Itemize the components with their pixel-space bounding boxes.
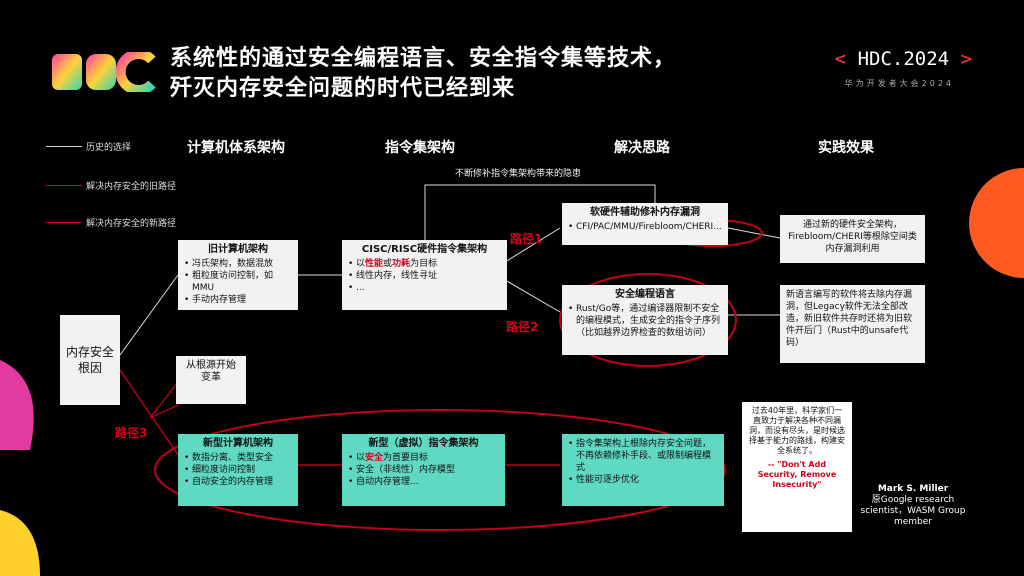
decor-magenta-shape [0, 360, 34, 450]
event-subtitle: 华为开发者大会2024 [844, 79, 954, 88]
hdc-logo [52, 52, 156, 92]
top-note: 不断修补指令集架构带来的隐患 [455, 169, 582, 179]
column-header-isa: 指令集架构 [385, 140, 455, 156]
quote-box: 过去40年里，科学家们一直致力于解决各种不同漏洞，而没有尽头，是时候选择基于能力… [742, 402, 852, 532]
path-label-3: 路径3 [115, 426, 148, 440]
page-title: 系统性的通过安全编程语言、安全指令集等技术， 歼灭内存安全问题的时代已经到来 [170, 46, 677, 101]
result-hw-box: 通过新的硬件安全架构，Firebloom/CHERI等根除空间类内存漏洞利用 [780, 215, 925, 263]
column-header-effect: 实践效果 [818, 140, 874, 156]
result-lang-box: 新语言编写的软件将去除内存漏洞，但Legacy软件无法全部改造，新旧软件共存时还… [780, 285, 925, 363]
cisc-risc-box: CISC/RISC硬件指令集架构 以性能或功耗为目标 线性内存，线性寻址 ... [342, 240, 507, 310]
legend-new-path: 解决内存安全的新路径 [46, 216, 176, 229]
sw-hw-assist-box: 软硬件辅助修补内存漏洞 CFI/PAC/MMU/Firebloom/CHERI.… [562, 203, 728, 245]
old-arch-box: 旧计算机架构 冯氏架构，数据混放 粗粒度访问控制，如MMU 手动内存管理 [178, 240, 298, 310]
new-arch-box: 新型计算机架构 数指分离、类型安全 细粒度访问控制 自动安全的内存管理 [178, 434, 298, 506]
path-label-1: 路径1 [510, 232, 543, 246]
path-label-2: 路径2 [506, 320, 539, 334]
speaker-info: Mark S. Miller 原Google research scientis… [860, 484, 966, 527]
legend-old-path: 解决内存安全的旧路径 [46, 179, 176, 192]
new-solution-box: 指令集架构上根除内存安全问题，不再依赖修补手段、或限制编程模式 性能可逐步优化 [562, 434, 724, 506]
legend-history: 历史的选择 [46, 140, 131, 153]
event-brand: < HDC.2024 > [834, 48, 972, 70]
new-isa-box: 新型（虚拟）指令集架构 以安全为首要目标 安全（非线性）内存模型 自动内存管理.… [342, 434, 505, 506]
callout-box: 从根源开始变革 [176, 356, 246, 404]
column-header-computer-arch: 计算机体系架构 [187, 140, 285, 156]
column-header-solution: 解决思路 [614, 140, 670, 156]
safe-language-box: 安全编程语言 Rust/Go等，通过编译器限制不安全的编程模式，生成安全的指令子… [562, 285, 728, 355]
decor-orange-shape [969, 168, 1024, 278]
root-cause-box: 内存安全 根因 [60, 315, 120, 405]
decor-yellow-shape [0, 510, 40, 576]
